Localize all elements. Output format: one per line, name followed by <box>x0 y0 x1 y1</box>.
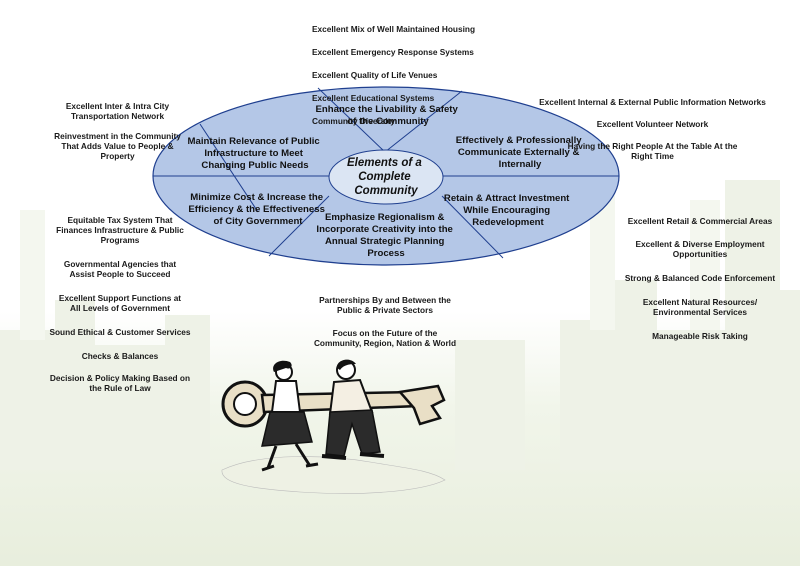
note-item: Sound Ethical & Customer Services <box>49 327 191 337</box>
note-item: Excellent Internal & External Public Inf… <box>539 97 766 107</box>
note-item: Decision & Policy Making Based on the Ru… <box>49 373 191 393</box>
note-item: Partnerships By and Between the Public &… <box>319 295 451 315</box>
note-item: Reinvestment in the Community That Adds … <box>54 131 181 161</box>
note-item: Excellent Inter & Intra City Transportat… <box>65 101 170 121</box>
note-item: Excellent Educational Systems <box>312 92 435 103</box>
note-item: Excellent Emergency Response Systems <box>312 46 474 57</box>
note-item: Equitable Tax System That Finances Infra… <box>56 215 184 245</box>
segment-dividers <box>153 87 619 259</box>
center-ellipse <box>328 149 444 205</box>
segment-livability-safety: Enhance the Livability & Safety of the C… <box>315 104 460 127</box>
note-item: Excellent Mix of Well Maintained Housing <box>312 23 476 34</box>
notes-communicate: Excellent Internal & External Public Inf… <box>525 87 780 171</box>
segment-public-infrastructure: Maintain Relevance of Public Infrastruct… <box>188 136 323 171</box>
notes-efficiency: Equitable Tax System That Finances Infra… <box>20 205 220 403</box>
notes-regionalism: Partnerships By and Between the Public &… <box>290 285 480 358</box>
center-line: Elements of a <box>347 157 422 169</box>
center-line: Community <box>354 185 418 197</box>
note-item: Community Diversity <box>312 115 395 126</box>
notes-investment: Excellent Retail & Commercial Areas Exce… <box>610 206 790 351</box>
center-label: Elements of a Complete Community <box>347 157 425 197</box>
note-item: Excellent Volunteer Network <box>596 119 709 129</box>
note-item: Governmental Agencies that Assist People… <box>63 259 177 279</box>
note-item: Checks & Balances <box>81 351 159 361</box>
note-item: Excellent Natural Resources/ Environment… <box>642 297 758 317</box>
note-item: Excellent Quality of Life Venues <box>312 69 438 80</box>
key-carriers-icon <box>221 359 446 494</box>
note-item: Having the Right People At the Table At … <box>567 141 738 161</box>
note-item: Focus on the Future of the Community, Re… <box>313 328 457 348</box>
segment-retain-investment: Retain & Attract Investment While Encour… <box>444 193 572 228</box>
segment-minimize-cost: Minimize Cost & Increase the Efficiency … <box>188 192 327 227</box>
notes-infrastructure: Excellent Inter & Intra City Transportat… <box>30 91 205 171</box>
center-line: Complete <box>358 171 411 183</box>
note-item: Excellent & Diverse Employment Opportuni… <box>635 239 765 259</box>
note-item: Excellent Support Functions at All Level… <box>58 293 182 313</box>
segment-regionalism: Emphasize Regionalism & Incorporate Crea… <box>316 212 455 259</box>
note-item: Strong & Balanced Code Enforcement <box>624 273 776 283</box>
notes-livability: Excellent Mix of Well Maintained Housing… <box>312 12 475 139</box>
note-item: Excellent Retail & Commercial Areas <box>627 216 773 226</box>
note-item: Manageable Risk Taking <box>652 331 748 341</box>
segment-communicate: Effectively & Professionally Communicate… <box>456 135 585 170</box>
